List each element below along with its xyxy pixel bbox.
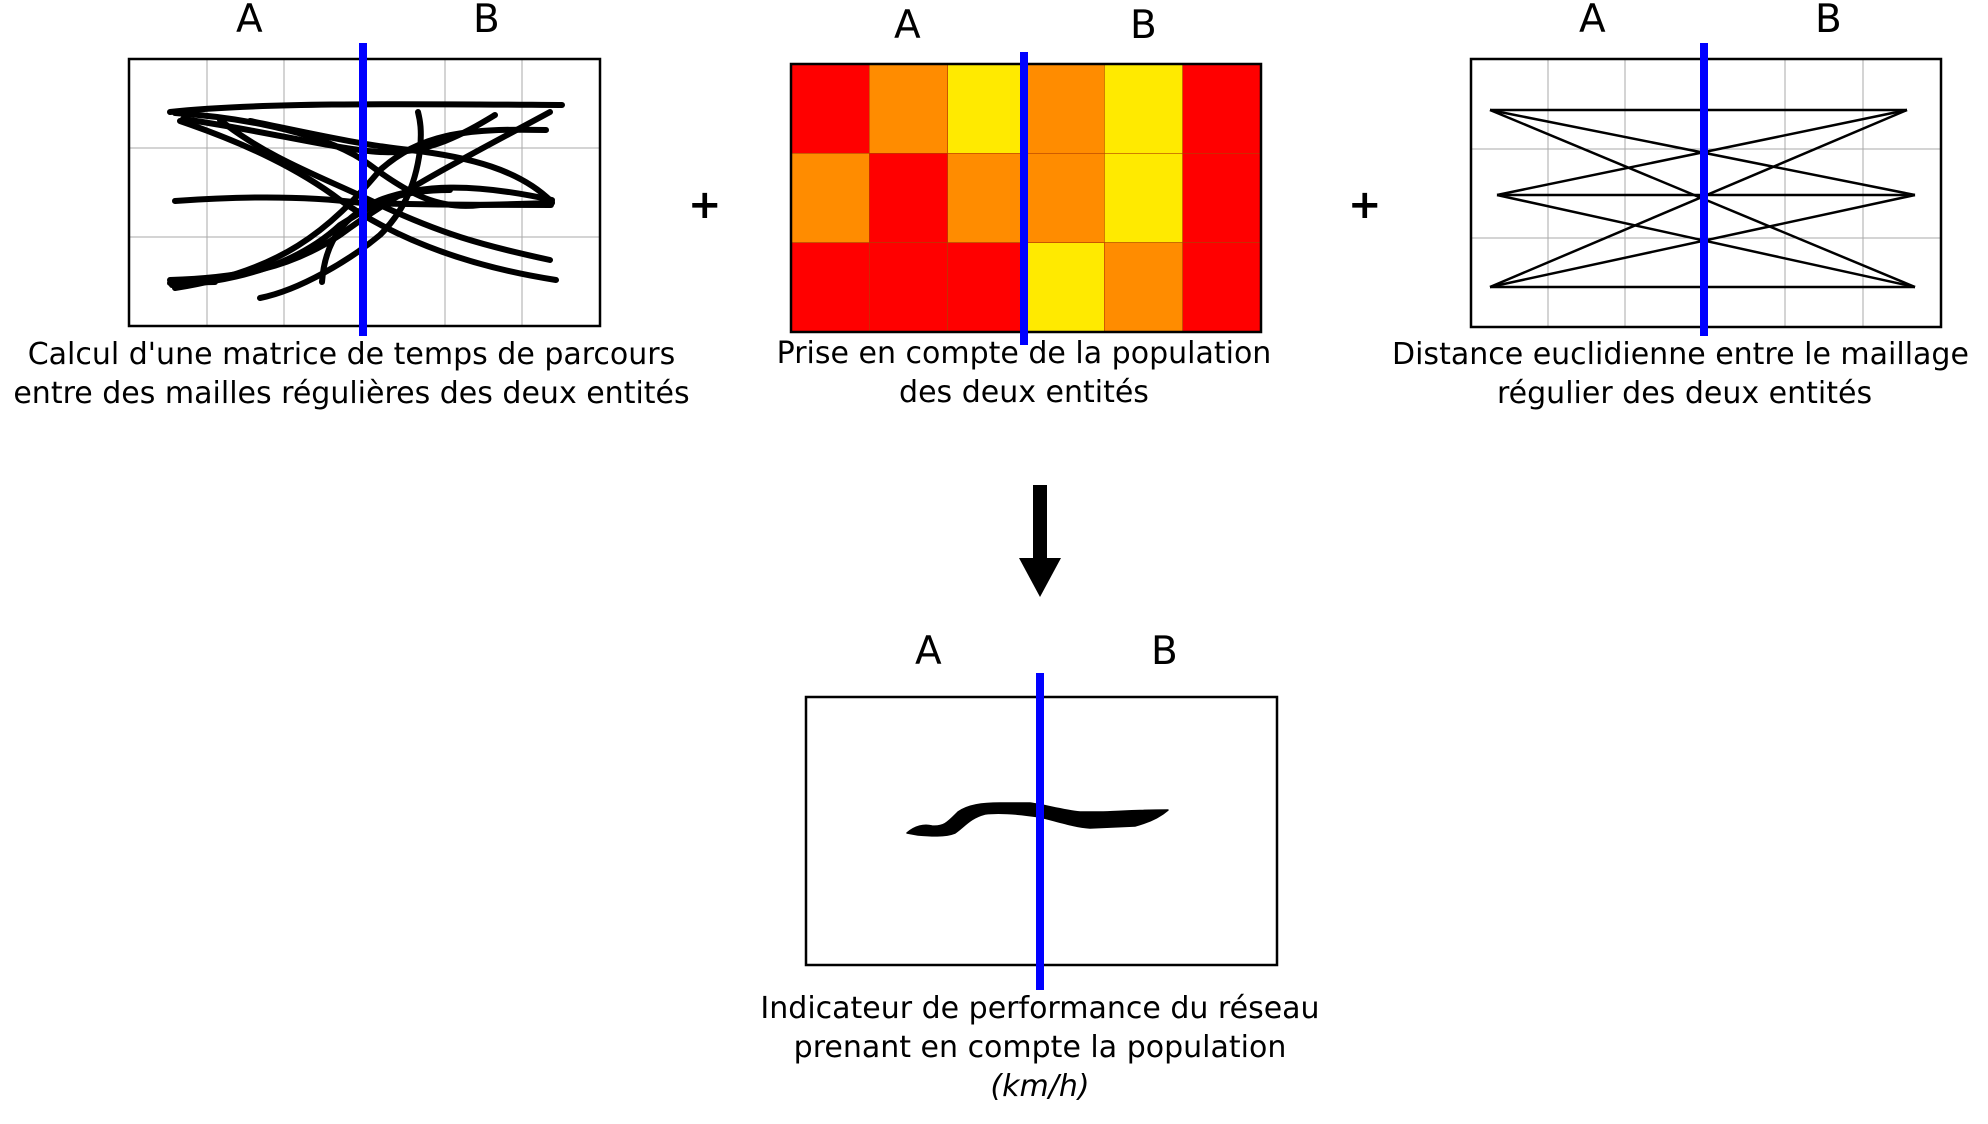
population-cell xyxy=(1104,63,1183,154)
entity-a-label: A xyxy=(915,629,942,674)
travel-time-caption: Calcul d'une matrice de temps de parcour… xyxy=(0,335,703,413)
euclidean-caption: Distance euclidienne entre le maillage r… xyxy=(1388,335,1988,413)
euclidean-caption-line-1: Distance euclidienne entre le maillage xyxy=(1392,337,1969,372)
population-cell xyxy=(869,153,948,243)
population-cell xyxy=(869,63,948,154)
entity-b-label: B xyxy=(1151,629,1178,674)
entity-b-label: B xyxy=(473,0,500,42)
population-cell xyxy=(1104,153,1183,243)
euclidean-caption-line-2: régulier des deux entités xyxy=(1497,376,1873,411)
population-cell xyxy=(790,242,870,333)
population-cell xyxy=(1104,242,1183,333)
travel-time-caption-line-2: entre des mailles régulières des deux en… xyxy=(13,376,690,411)
performance-route xyxy=(906,802,1169,837)
population-panel xyxy=(789,62,1263,334)
travel-time-caption-line-1: Calcul d'une matrice de temps de parcour… xyxy=(27,337,676,372)
boundary-lines xyxy=(359,43,1708,990)
result-caption-line-2: prenant en compte la population xyxy=(793,1030,1287,1065)
population-caption-line-1: Prise en compte de la population xyxy=(776,336,1272,371)
plus-operator: + xyxy=(688,182,722,228)
population-cell xyxy=(947,63,1027,154)
entity-b-label: B xyxy=(1815,0,1842,42)
population-cell xyxy=(869,242,948,333)
entity-a-label: A xyxy=(894,3,921,48)
population-cell xyxy=(947,153,1027,243)
population-cell xyxy=(1025,242,1105,333)
entity-a-label: A xyxy=(1579,0,1606,42)
entity-a-label: A xyxy=(236,0,263,42)
population-caption: Prise en compte de la population des deu… xyxy=(724,334,1324,412)
population-caption-line-2: des deux entités xyxy=(899,375,1149,410)
travel-routes xyxy=(167,101,565,301)
population-cell xyxy=(1025,63,1105,154)
population-cell xyxy=(947,242,1027,333)
entity-b-label: B xyxy=(1130,3,1157,48)
population-cell xyxy=(790,63,870,154)
travel-time-panel xyxy=(127,57,602,328)
population-heat-grid xyxy=(790,63,1262,333)
result-caption-line-1: Indicateur de performance du réseau xyxy=(760,991,1320,1026)
population-cell xyxy=(1025,153,1105,243)
down-arrow-icon xyxy=(1019,485,1061,597)
population-cell xyxy=(790,153,870,243)
result-caption-unit: (km/h) xyxy=(990,1069,1090,1104)
result-caption: Indicateur de performance du réseau pren… xyxy=(690,989,1390,1106)
population-cell xyxy=(1182,153,1262,243)
plus-operator: + xyxy=(1348,182,1382,228)
population-cell xyxy=(1182,242,1262,333)
population-cell xyxy=(1182,63,1262,154)
